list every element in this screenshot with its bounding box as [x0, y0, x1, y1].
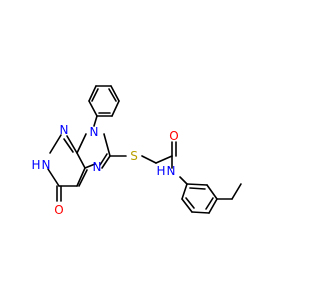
atom-n-phenyl: N	[90, 125, 99, 139]
atom-o-amide: O	[169, 129, 178, 143]
atom-h-on-n: H	[31, 158, 40, 172]
atom-o-purine: O	[54, 203, 63, 217]
atom-n-h-ring: N	[42, 158, 51, 172]
atom-labels: N N N N H O S O N H	[31, 123, 178, 217]
atom-s-thioether: S	[130, 149, 138, 163]
bonds	[47, 85, 242, 214]
atom-h-amide: H	[156, 164, 165, 178]
molecule-structure-diagram: N N N N H O S O N H	[31, 85, 242, 217]
atom-n-top: N	[60, 123, 69, 137]
atom-n-amide: N	[167, 164, 176, 178]
atom-n-imidazole: N	[93, 160, 102, 174]
